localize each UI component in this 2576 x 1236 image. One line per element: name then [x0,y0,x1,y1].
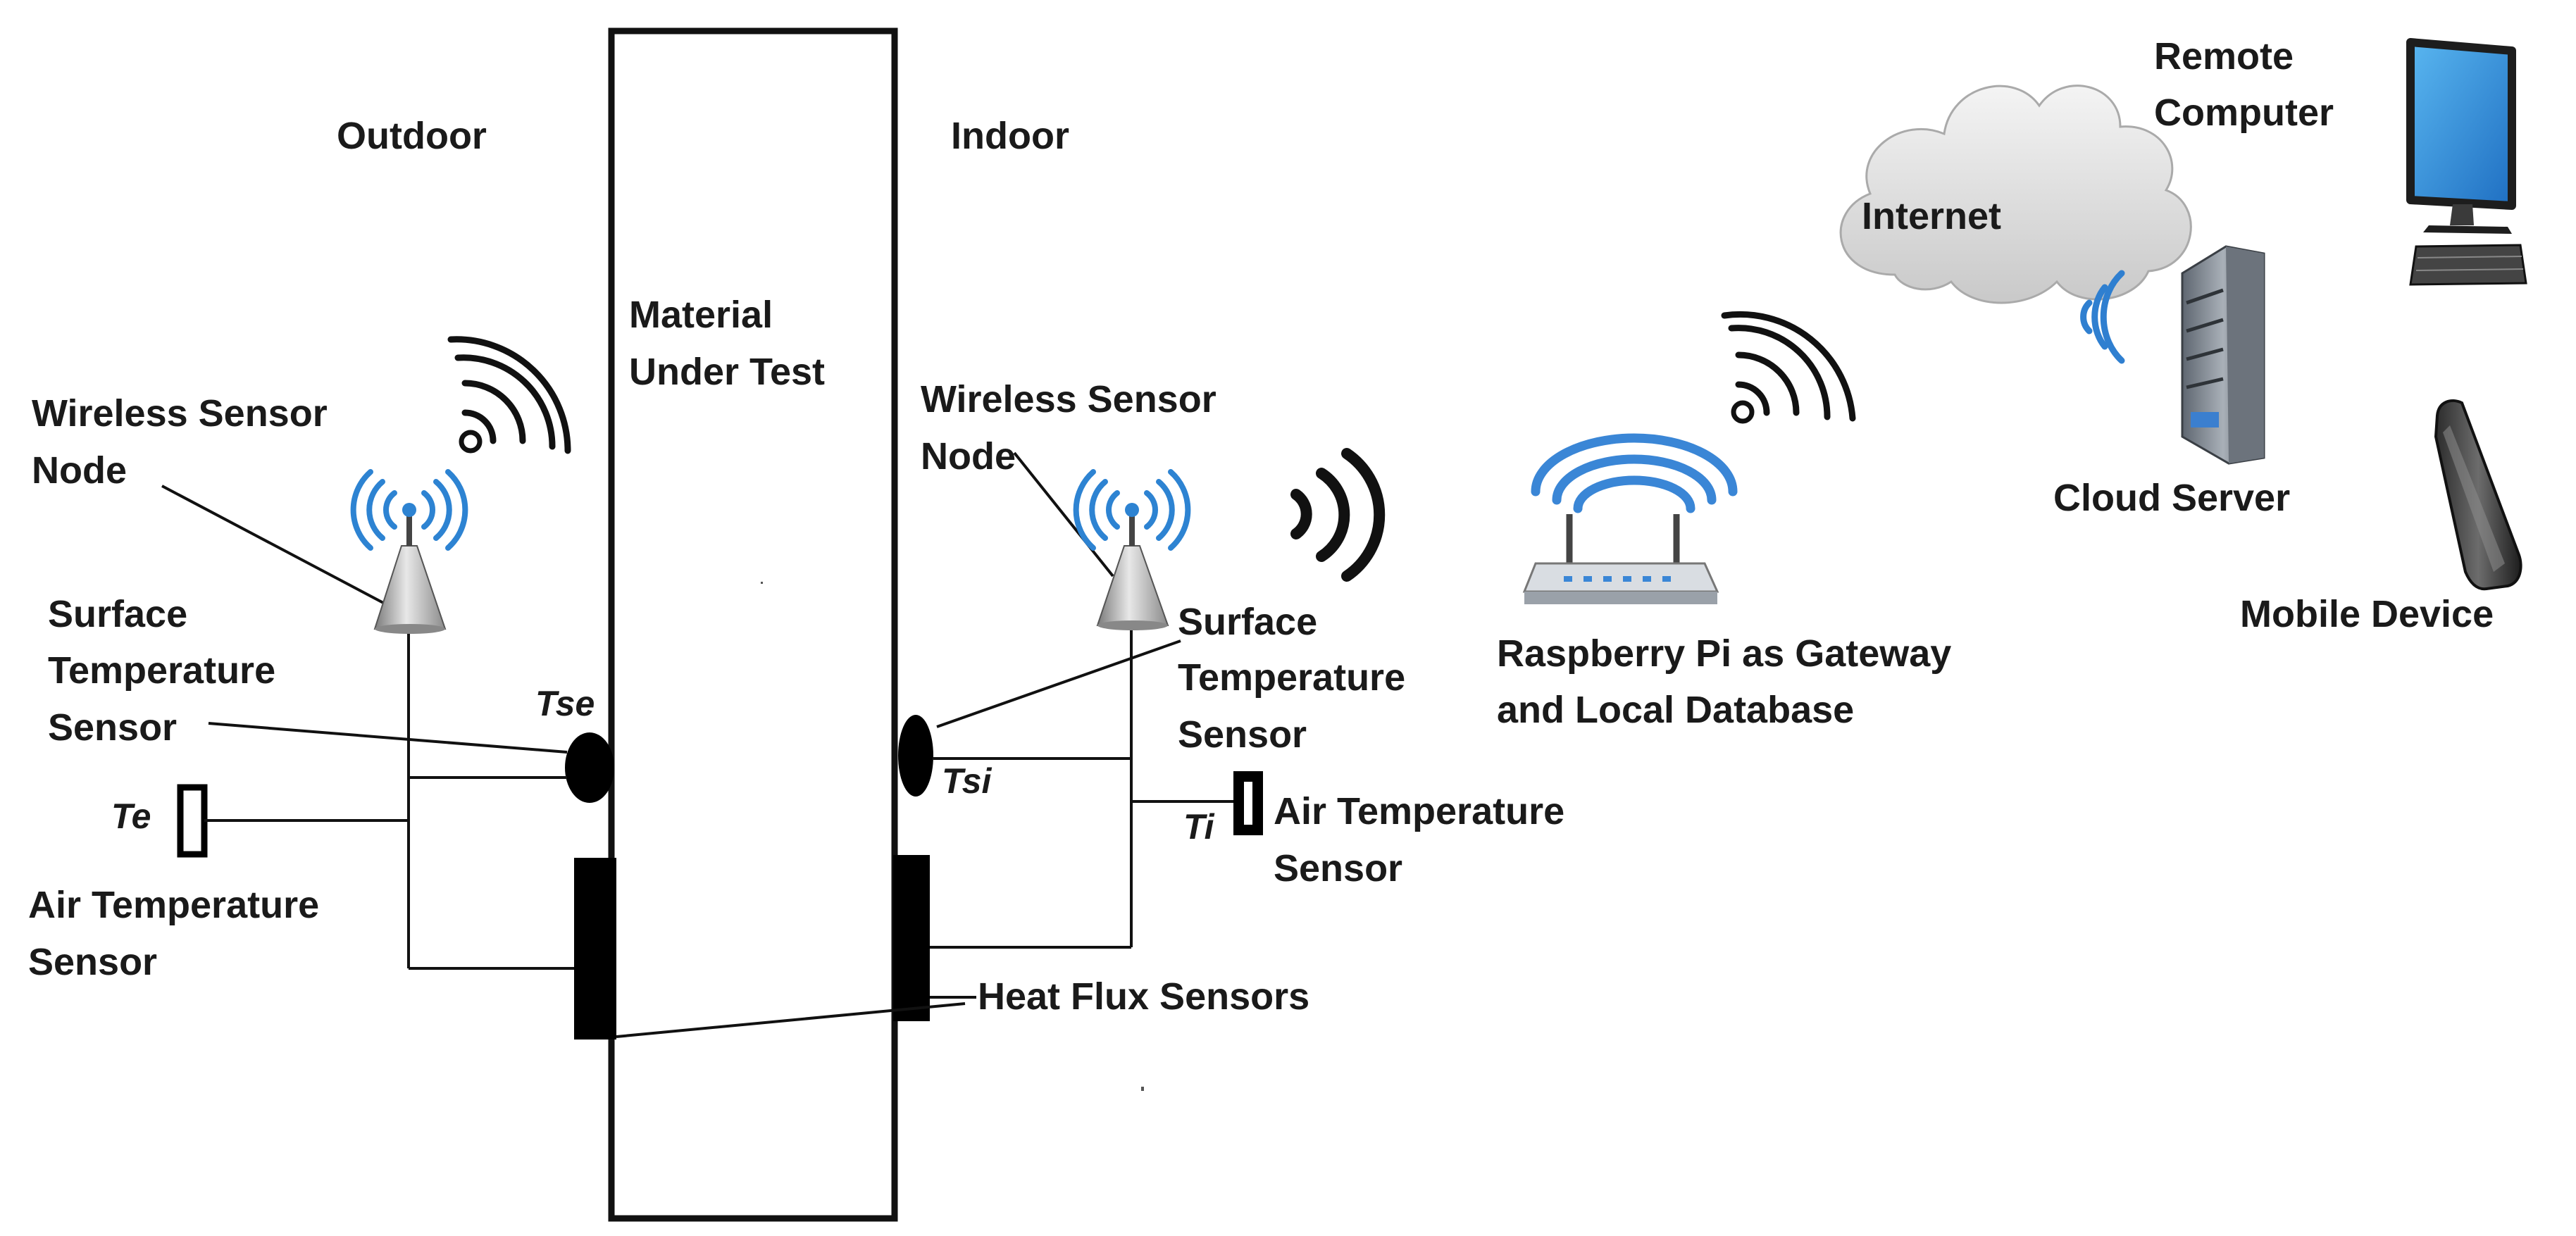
surface-temp-sensor-indoor [898,715,933,797]
indoor-wiring [930,451,1233,999]
surface-sensor-indoor-label-line3: Sensor [1178,713,1307,756]
wifi-signal-icon [1721,311,1856,424]
surface-sensor-indoor-label-line2: Temperature [1178,656,1406,699]
material-under-test-box [608,27,898,1222]
mobile-device-label: Mobile Device [2240,593,2494,635]
air-sensor-indoor-label-line1: Air Temperature [1274,790,1565,832]
air-temp-sensor-outdoor [177,784,208,858]
monitor-icon [2406,38,2527,286]
remote-computer-label-line2: Computer [2154,92,2334,134]
air-sensor-outdoor-label-line2: Sensor [28,941,158,983]
internet-label: Internet [1862,195,2002,237]
heat-flux-sensor-indoor [893,855,930,1021]
indoor-label: Indoor [951,115,1069,157]
wifi-signal-icon [447,336,571,454]
air-temp-sensor-indoor-slot [1244,782,1252,825]
surface-sensor-outdoor-label-line1: Surface [48,593,188,635]
ti-symbol: Ti [1183,807,1214,847]
gateway-label-line2: and Local Database [1497,689,1855,731]
heat-flux-sensor-outdoor [574,858,616,1040]
te-symbol: Te [111,797,151,836]
wireless-node-outdoor-label-line2: Node [32,449,127,492]
remote-computer-label-line1: Remote [2154,35,2294,77]
wifi-signal-icon [2080,270,2125,364]
surface-sensor-outdoor-label-line2: Temperature [48,649,276,692]
cloud-icon [1839,85,2192,304]
antenna-icon [1073,469,1191,630]
speckle-marks [761,582,1144,1091]
heat-flux-label: Heat Flux Sensors [978,975,1310,1018]
tsi-symbol: Tsi [942,761,992,801]
router-icon [1522,433,1738,604]
surface-temp-sensor-outdoor [565,732,614,803]
mobile-phone-icon [2434,399,2522,591]
server-icon [2181,245,2265,465]
outdoor-label: Outdoor [337,115,487,157]
surface-sensor-outdoor-label-line3: Sensor [48,706,178,749]
outdoor-wiring [161,485,966,1038]
material-label-line2: Under Test [629,351,826,393]
wireless-node-indoor-label-line1: Wireless Sensor [921,378,1217,420]
tse-symbol: Tse [535,684,595,723]
material-label-line1: Material [629,294,773,336]
wireless-node-indoor-label-line2: Node [921,435,1016,477]
gateway-label-line1: Raspberry Pi as Gateway [1497,632,1952,675]
wireless-node-outdoor-label-line1: Wireless Sensor [32,392,328,435]
air-sensor-indoor-label-line2: Sensor [1274,847,1403,889]
air-sensor-outdoor-label-line1: Air Temperature [28,884,320,926]
cloud-server-label: Cloud Server [2053,477,2291,519]
antenna-icon [350,469,468,634]
wifi-signal-icon [1290,448,1386,582]
surface-sensor-indoor-label-line1: Surface [1178,601,1318,643]
